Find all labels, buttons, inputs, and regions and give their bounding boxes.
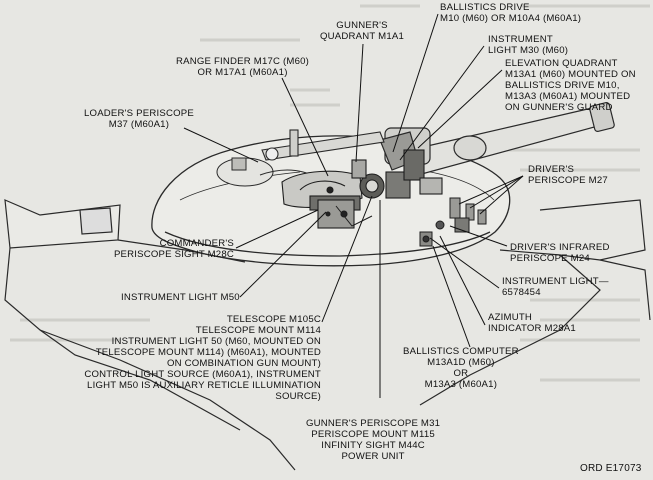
label-ballistics-drive: BALLISTICS DRIVE M10 (M60) OR M10A4 (M60… — [440, 2, 582, 24]
figure-reference: ORD E17073 — [580, 463, 642, 474]
leader-lines — [183, 13, 524, 398]
label-gunners-quadrant: GUNNER'S QUADRANT M1A1 — [320, 20, 404, 42]
label-gunners-periscope: GUNNER'S PERISCOPE M31 PERISCOPE MOUNT M… — [306, 418, 441, 462]
loaders-periscope-mount — [216, 157, 319, 187]
label-instrument-light-m50: INSTRUMENT LIGHT M50 — [121, 292, 240, 303]
label-instrument-light-m30: INSTRUMENT LIGHT M30 (M60) — [488, 34, 569, 56]
label-elevation-quadrant: ELEVATION QUADRANT M13A1 (M60) MOUNTED O… — [505, 58, 636, 113]
label-azimuth-indicator: AZIMUTH INDICATOR M28A1 — [488, 312, 576, 334]
label-range-finder: RANGE FINDER M17C (M60) OR M17A1 (M60A1) — [176, 56, 310, 78]
label-commanders-periscope: COMMANDER'S PERISCOPE SIGHT M28C — [113, 238, 234, 260]
label-drivers-periscope: DRIVER'S PERISCOPE M27 — [528, 164, 608, 186]
label-ballistics-computer: BALLISTICS COMPUTER M13A1D (M60) OR M13A… — [403, 346, 519, 390]
label-drivers-infrared: DRIVER'S INFRARED PERISCOPE M24 — [510, 242, 610, 264]
range-finder — [261, 129, 385, 161]
tank-hull — [4, 199, 651, 471]
label-loaders-periscope: LOADER'S PERISCOPE M37 (M60A1) — [84, 108, 194, 130]
label-telescope-group: TELESCOPE M105C TELESCOPE MOUNT M114 INS… — [84, 314, 321, 402]
label-instrument-light-6578454: INSTRUMENT LIGHT— 6578454 — [502, 276, 609, 298]
